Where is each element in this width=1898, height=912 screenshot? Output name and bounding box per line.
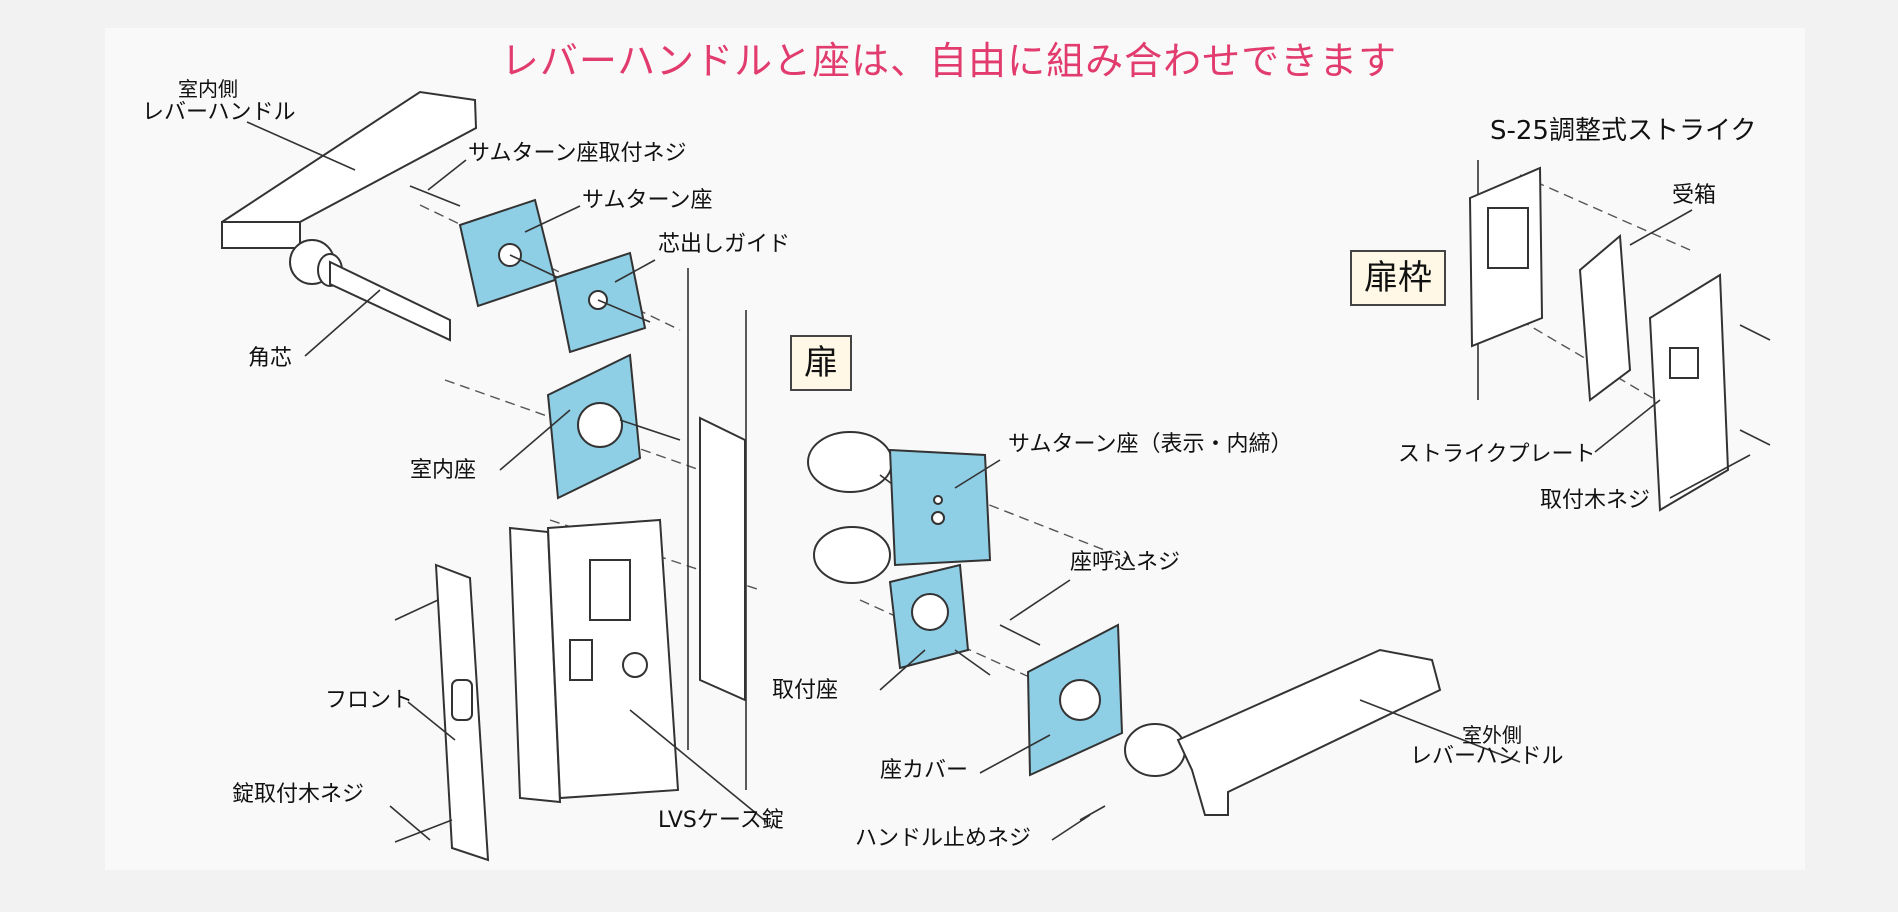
label-handle-stop-screw: ハンドル止めネジ: [855, 826, 1032, 851]
label-square-spindle: 角芯: [248, 346, 293, 371]
diagram-title: レバーハンドルと座は、自由に組み合わせできます: [500, 39, 1398, 83]
strike-assembly: [1468, 160, 1771, 512]
label-mount-wood-screw: 取付木ネジ: [1540, 488, 1651, 513]
label-seat-screw: 座呼込ネジ: [1070, 550, 1181, 575]
label-thumbturn-screw: サムターン座取付ネジ: [468, 141, 687, 166]
front-plate: [394, 563, 490, 862]
thumbturn-screw-and-seat: [409, 185, 581, 308]
label-lvs-case-lock: LVSケース錠: [658, 808, 784, 833]
inner-lever-handle: [221, 90, 478, 342]
label-lock-screw: 錠取付木ネジ: [232, 782, 365, 807]
lvs-case-lock: [508, 518, 680, 804]
label-thumbturn-seat: サムターン座: [582, 188, 713, 213]
mount-seat: [813, 526, 1041, 676]
door-label-box: 扉: [790, 335, 852, 391]
label-strike-box: 受箱: [1672, 183, 1717, 208]
label-inner-seat: 室内座: [410, 458, 477, 483]
leader-lines: [246, 121, 1751, 841]
label-inner-lever-line2: レバーハンドル: [142, 100, 296, 125]
label-seat-cover: 座カバー: [880, 758, 969, 783]
label-thumbturn-seat-display: サムターン座（表示・内締）: [1008, 432, 1293, 457]
inner-seat: [546, 353, 681, 500]
outer-lever-handle: [1079, 648, 1442, 821]
label-outer-lever-line1: 室外側: [1462, 723, 1522, 747]
label-strike-title: S-25調整式ストライク: [1490, 116, 1757, 146]
outer-thumbturn-seat: [807, 431, 992, 567]
label-mount-seat: 取付座: [772, 678, 839, 703]
door-frame-label-box: 扉枠: [1350, 250, 1446, 306]
label-front: フロント: [325, 688, 414, 713]
seat-cover: [1026, 623, 1124, 777]
label-centering-guide: 芯出しガイド: [658, 232, 791, 257]
label-strike-plate: ストライクプレート: [1398, 442, 1596, 467]
label-outer-lever-line2: レバーハンドル: [1410, 744, 1564, 769]
label-inner-lever-line1: 室内側: [178, 77, 238, 101]
door-panel-outline: [687, 268, 747, 790]
